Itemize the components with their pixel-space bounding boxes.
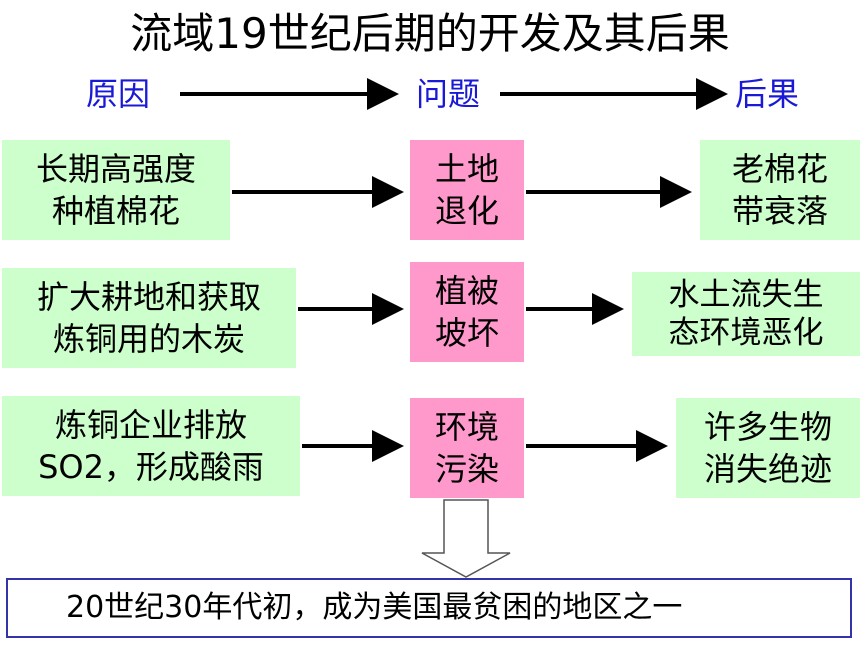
problem-1-line-2: 退化 — [434, 192, 499, 230]
problem-3-line-1: 环境 — [434, 408, 499, 446]
cause-1-line-1: 长期高强度 — [35, 150, 196, 188]
cause-3-line-2: SO2，形成酸雨 — [38, 448, 264, 486]
problem-box-3: 环境污染 — [410, 398, 524, 498]
conclusion-text: 20世纪30年代初，成为美国最贫困的地区之一 — [66, 590, 683, 625]
cause-box-3: 炼铜企业排放 SO2，形成酸雨 — [2, 396, 300, 496]
problem-2-line-2: 坡坏 — [434, 314, 499, 352]
cause-2-line-2: 炼铜用的木炭 — [52, 320, 245, 358]
cause-3-line-1: 炼铜企业排放 — [54, 406, 247, 444]
cause-box-2: 扩大耕地和获取炼铜用的木炭 — [2, 268, 296, 368]
result-2-line-2: 态环境恶化 — [668, 315, 824, 351]
result-3-line-1: 许多生物 — [703, 408, 832, 446]
problem-box-2: 植被坡坏 — [410, 262, 524, 362]
result-box-3: 许多生物消失绝迹 — [676, 398, 860, 498]
cause-2-line-1: 扩大耕地和获取 — [36, 278, 261, 316]
result-box-1: 老棉花带衰落 — [700, 140, 860, 240]
conclusion-box: 20世纪30年代初，成为美国最贫困的地区之一 — [6, 578, 852, 638]
result-1-line-1: 老棉花 — [731, 150, 828, 188]
result-3-line-2: 消失绝迹 — [703, 450, 832, 488]
problem-3-line-2: 污染 — [434, 450, 499, 488]
cause-box-1: 长期高强度种植棉花 — [2, 140, 230, 240]
problem-2-line-1: 植被 — [434, 272, 499, 310]
problem-box-1: 土地退化 — [410, 140, 524, 240]
result-2-line-1: 水土流失生 — [668, 277, 824, 313]
result-1-line-2: 带衰落 — [731, 192, 828, 230]
problem-1-line-1: 土地 — [434, 150, 499, 188]
result-box-2: 水土流失生态环境恶化 — [632, 272, 860, 356]
cause-1-line-2: 种植棉花 — [51, 192, 180, 230]
header-problem: 问题 — [416, 75, 481, 113]
page-title: 流域19世纪后期的开发及其后果 — [130, 9, 730, 58]
header-cause: 原因 — [86, 75, 151, 113]
down-arrow — [421, 499, 511, 578]
header-result: 后果 — [735, 75, 800, 113]
